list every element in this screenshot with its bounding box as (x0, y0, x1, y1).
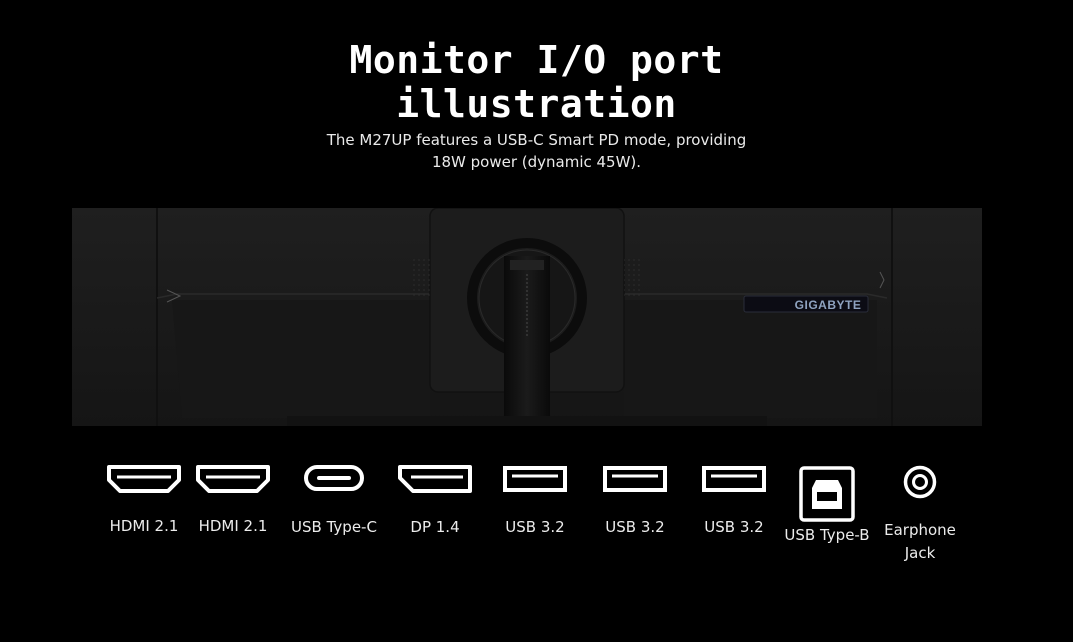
brand-plate (743, 295, 869, 313)
usb-type-b-port-icon (799, 466, 855, 522)
port-label: USB 3.2 (605, 518, 665, 536)
port-displayport: DP 1.4 (396, 462, 474, 539)
port-label: HDMI 2.1 (109, 517, 179, 535)
port-label-line-2: Jack (904, 544, 936, 562)
port-usb-type-c: USB Type-C (286, 462, 382, 539)
page-title: Monitor I/O port illustration (0, 38, 1073, 126)
port-label: DP 1.4 (410, 518, 460, 536)
subtitle-line-2: 18W power (dynamic 45W). (431, 153, 642, 171)
usb-type-c-port-icon (304, 465, 364, 491)
vent-right (624, 258, 642, 298)
port-usb-3-2-c: USB 3.2 (699, 462, 769, 539)
port-label: USB 3.2 (704, 518, 764, 536)
port-label: HDMI 2.1 (198, 517, 268, 535)
port-hdmi-1: HDMI 2.1 (105, 462, 183, 538)
title-line-2: illustration (396, 82, 677, 126)
port-earphone-jack: Earphone Jack (880, 464, 960, 565)
hdmi-port-icon (107, 465, 181, 493)
port-usb-3-2-a: USB 3.2 (500, 462, 570, 539)
port-usb-type-b: USB Type-B (780, 466, 874, 547)
port-label-line-1: Earphone (884, 521, 956, 539)
port-hdmi-2: HDMI 2.1 (194, 462, 272, 538)
displayport-icon (398, 465, 472, 493)
page-subtitle: The M27UP features a USB-C Smart PD mode… (0, 129, 1073, 173)
monitor-rear-image: GIGABYTE (72, 208, 982, 426)
subtitle-line-1: The M27UP features a USB-C Smart PD mode… (326, 131, 747, 149)
usb-a-port-icon (702, 466, 766, 492)
usb-a-port-icon (503, 466, 567, 492)
port-usb-3-2-b: USB 3.2 (600, 462, 670, 539)
vent-left (412, 258, 430, 298)
port-label: USB Type-B (784, 526, 870, 544)
stand-neck (504, 256, 550, 426)
brand-logo: GIGABYTE (795, 298, 862, 312)
port-label: USB Type-C (291, 518, 377, 536)
title-line-1: Monitor I/O port (349, 38, 724, 82)
port-label: USB 3.2 (505, 518, 565, 536)
hdmi-port-icon (196, 465, 270, 493)
usb-a-port-icon (603, 466, 667, 492)
earphone-jack-icon (903, 465, 937, 499)
